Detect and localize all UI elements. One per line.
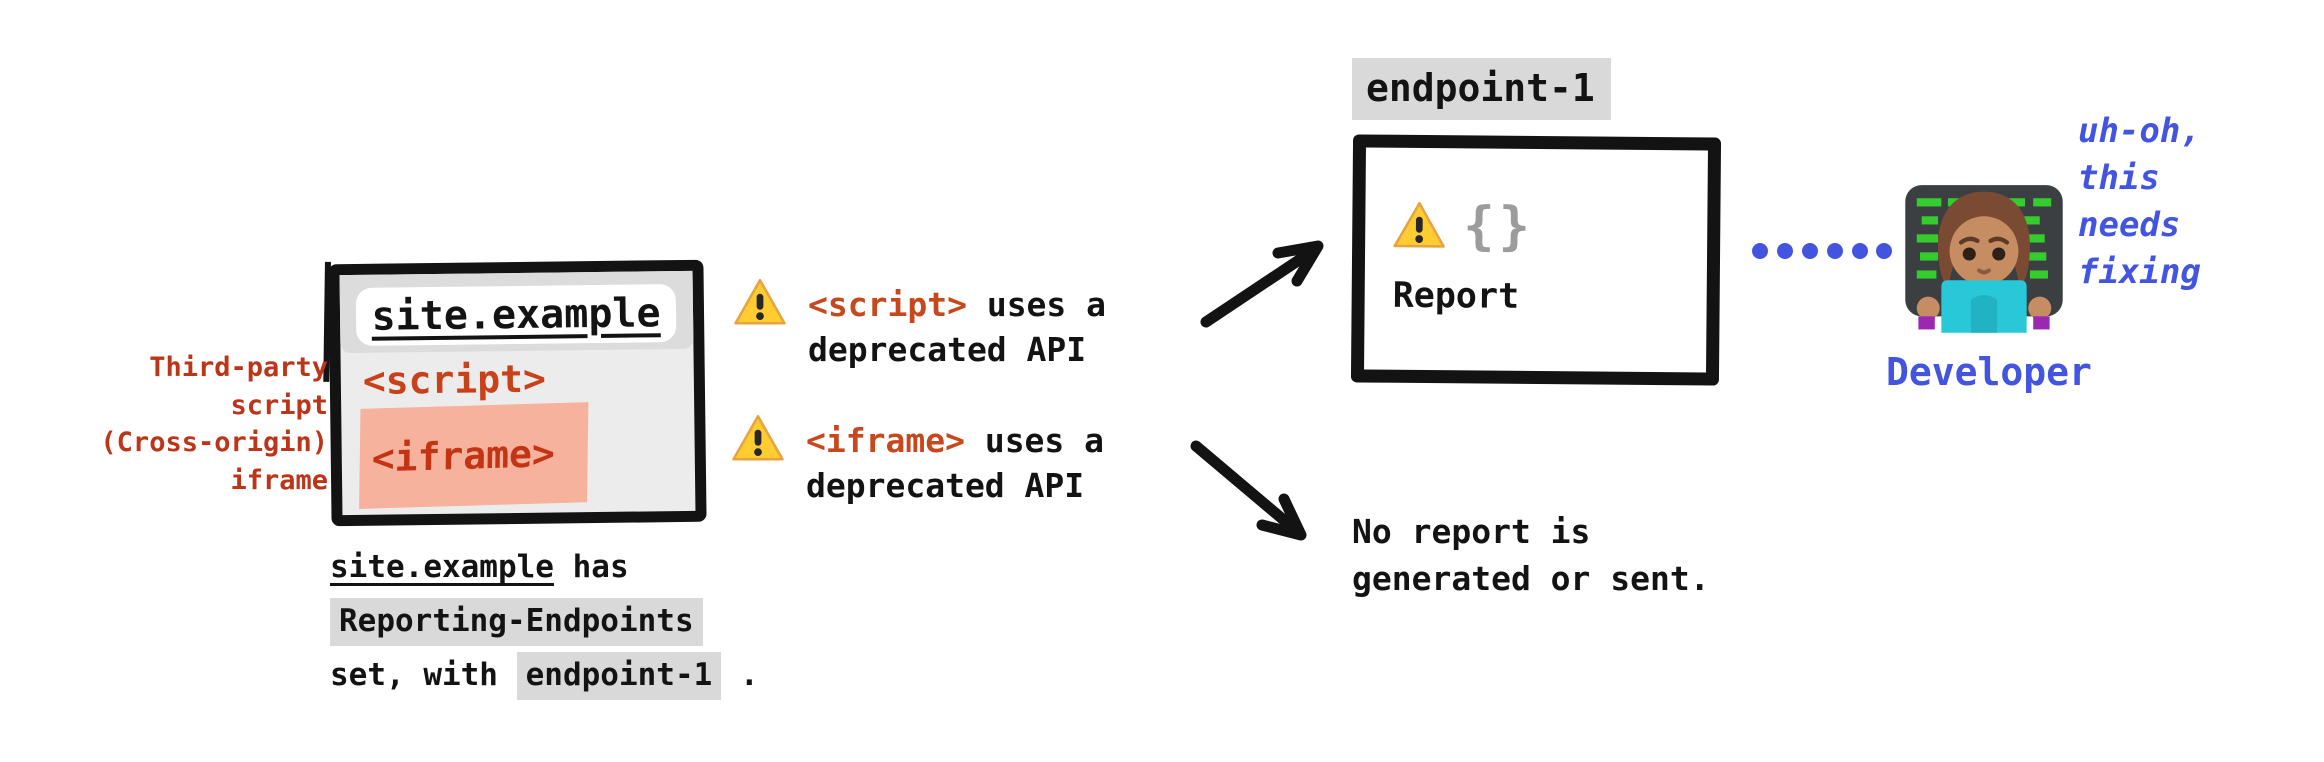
no-report-text: No report is generated or sent. <box>1352 508 1710 602</box>
caption-set-with: set, with <box>330 657 517 693</box>
warning-line2: deprecated API <box>806 466 1085 505</box>
thought-line: fixing <box>2078 252 2201 292</box>
iframe-highlight: <iframe> <box>359 402 589 509</box>
warning-script-tag: <script> <box>808 285 967 324</box>
label-third-party-script: Third-party script <box>149 352 328 421</box>
caption-line-3: set, with endpoint-1 . <box>330 649 759 701</box>
developer-thought: uh-oh, this needs fixing <box>2078 108 2201 296</box>
arrow-to-no-report-icon <box>1190 440 1307 541</box>
script-tag-text: <script> <box>362 356 547 403</box>
url-bar: site.example <box>355 284 677 346</box>
json-braces-icon: {} <box>1463 196 1535 257</box>
warning-text: <script> uses a deprecated API <box>808 282 1106 372</box>
arrow-to-endpoint-icon <box>1200 240 1324 328</box>
warning-icon <box>732 414 784 461</box>
caption-line-1: site.example has <box>330 541 759 593</box>
caption-site: site.example <box>330 549 554 585</box>
warning-text: <iframe> uses a deprecated API <box>806 418 1104 508</box>
warning-rest: uses a <box>964 421 1105 460</box>
warning-icon <box>734 278 786 325</box>
warning-iframe-tag: <iframe> <box>806 421 965 460</box>
thought-line: this <box>2078 158 2160 198</box>
endpoint-box: {} Report <box>1350 134 1722 386</box>
caption-line-2: Reporting-Endpoints <box>330 595 759 647</box>
label-cross-origin-iframe: (Cross-origin) iframe <box>100 427 328 496</box>
caption-endpoint: endpoint-1 <box>516 652 722 700</box>
caption: site.example has Reporting-Endpoints set… <box>330 541 759 703</box>
caption-has: has <box>553 549 629 585</box>
dotted-connector-icon <box>1752 243 1892 259</box>
browser-window: site.example <script> <iframe> <box>328 259 707 527</box>
warning-icon <box>1393 201 1445 248</box>
caption-header-name: Reporting-Endpoints <box>330 598 703 646</box>
caption-period: . <box>721 657 759 693</box>
endpoint-label: endpoint-1 <box>1352 58 1611 120</box>
site-url: site.example <box>371 290 661 340</box>
warning-rest: uses a <box>966 285 1107 324</box>
no-report-line2: generated or sent. <box>1352 559 1710 598</box>
no-report-line1: No report is <box>1352 512 1591 551</box>
report-icons: {} <box>1391 196 1534 257</box>
thought-line: uh-oh, <box>2078 111 2201 151</box>
iframe-tag-text: <iframe> <box>371 431 556 481</box>
warning-line2: deprecated API <box>808 330 1087 369</box>
thought-line: needs <box>2078 205 2181 245</box>
developer-label: Developer <box>1886 350 2092 394</box>
woman-technologist-icon <box>1905 185 2063 333</box>
report-label: Report <box>1392 275 1520 317</box>
